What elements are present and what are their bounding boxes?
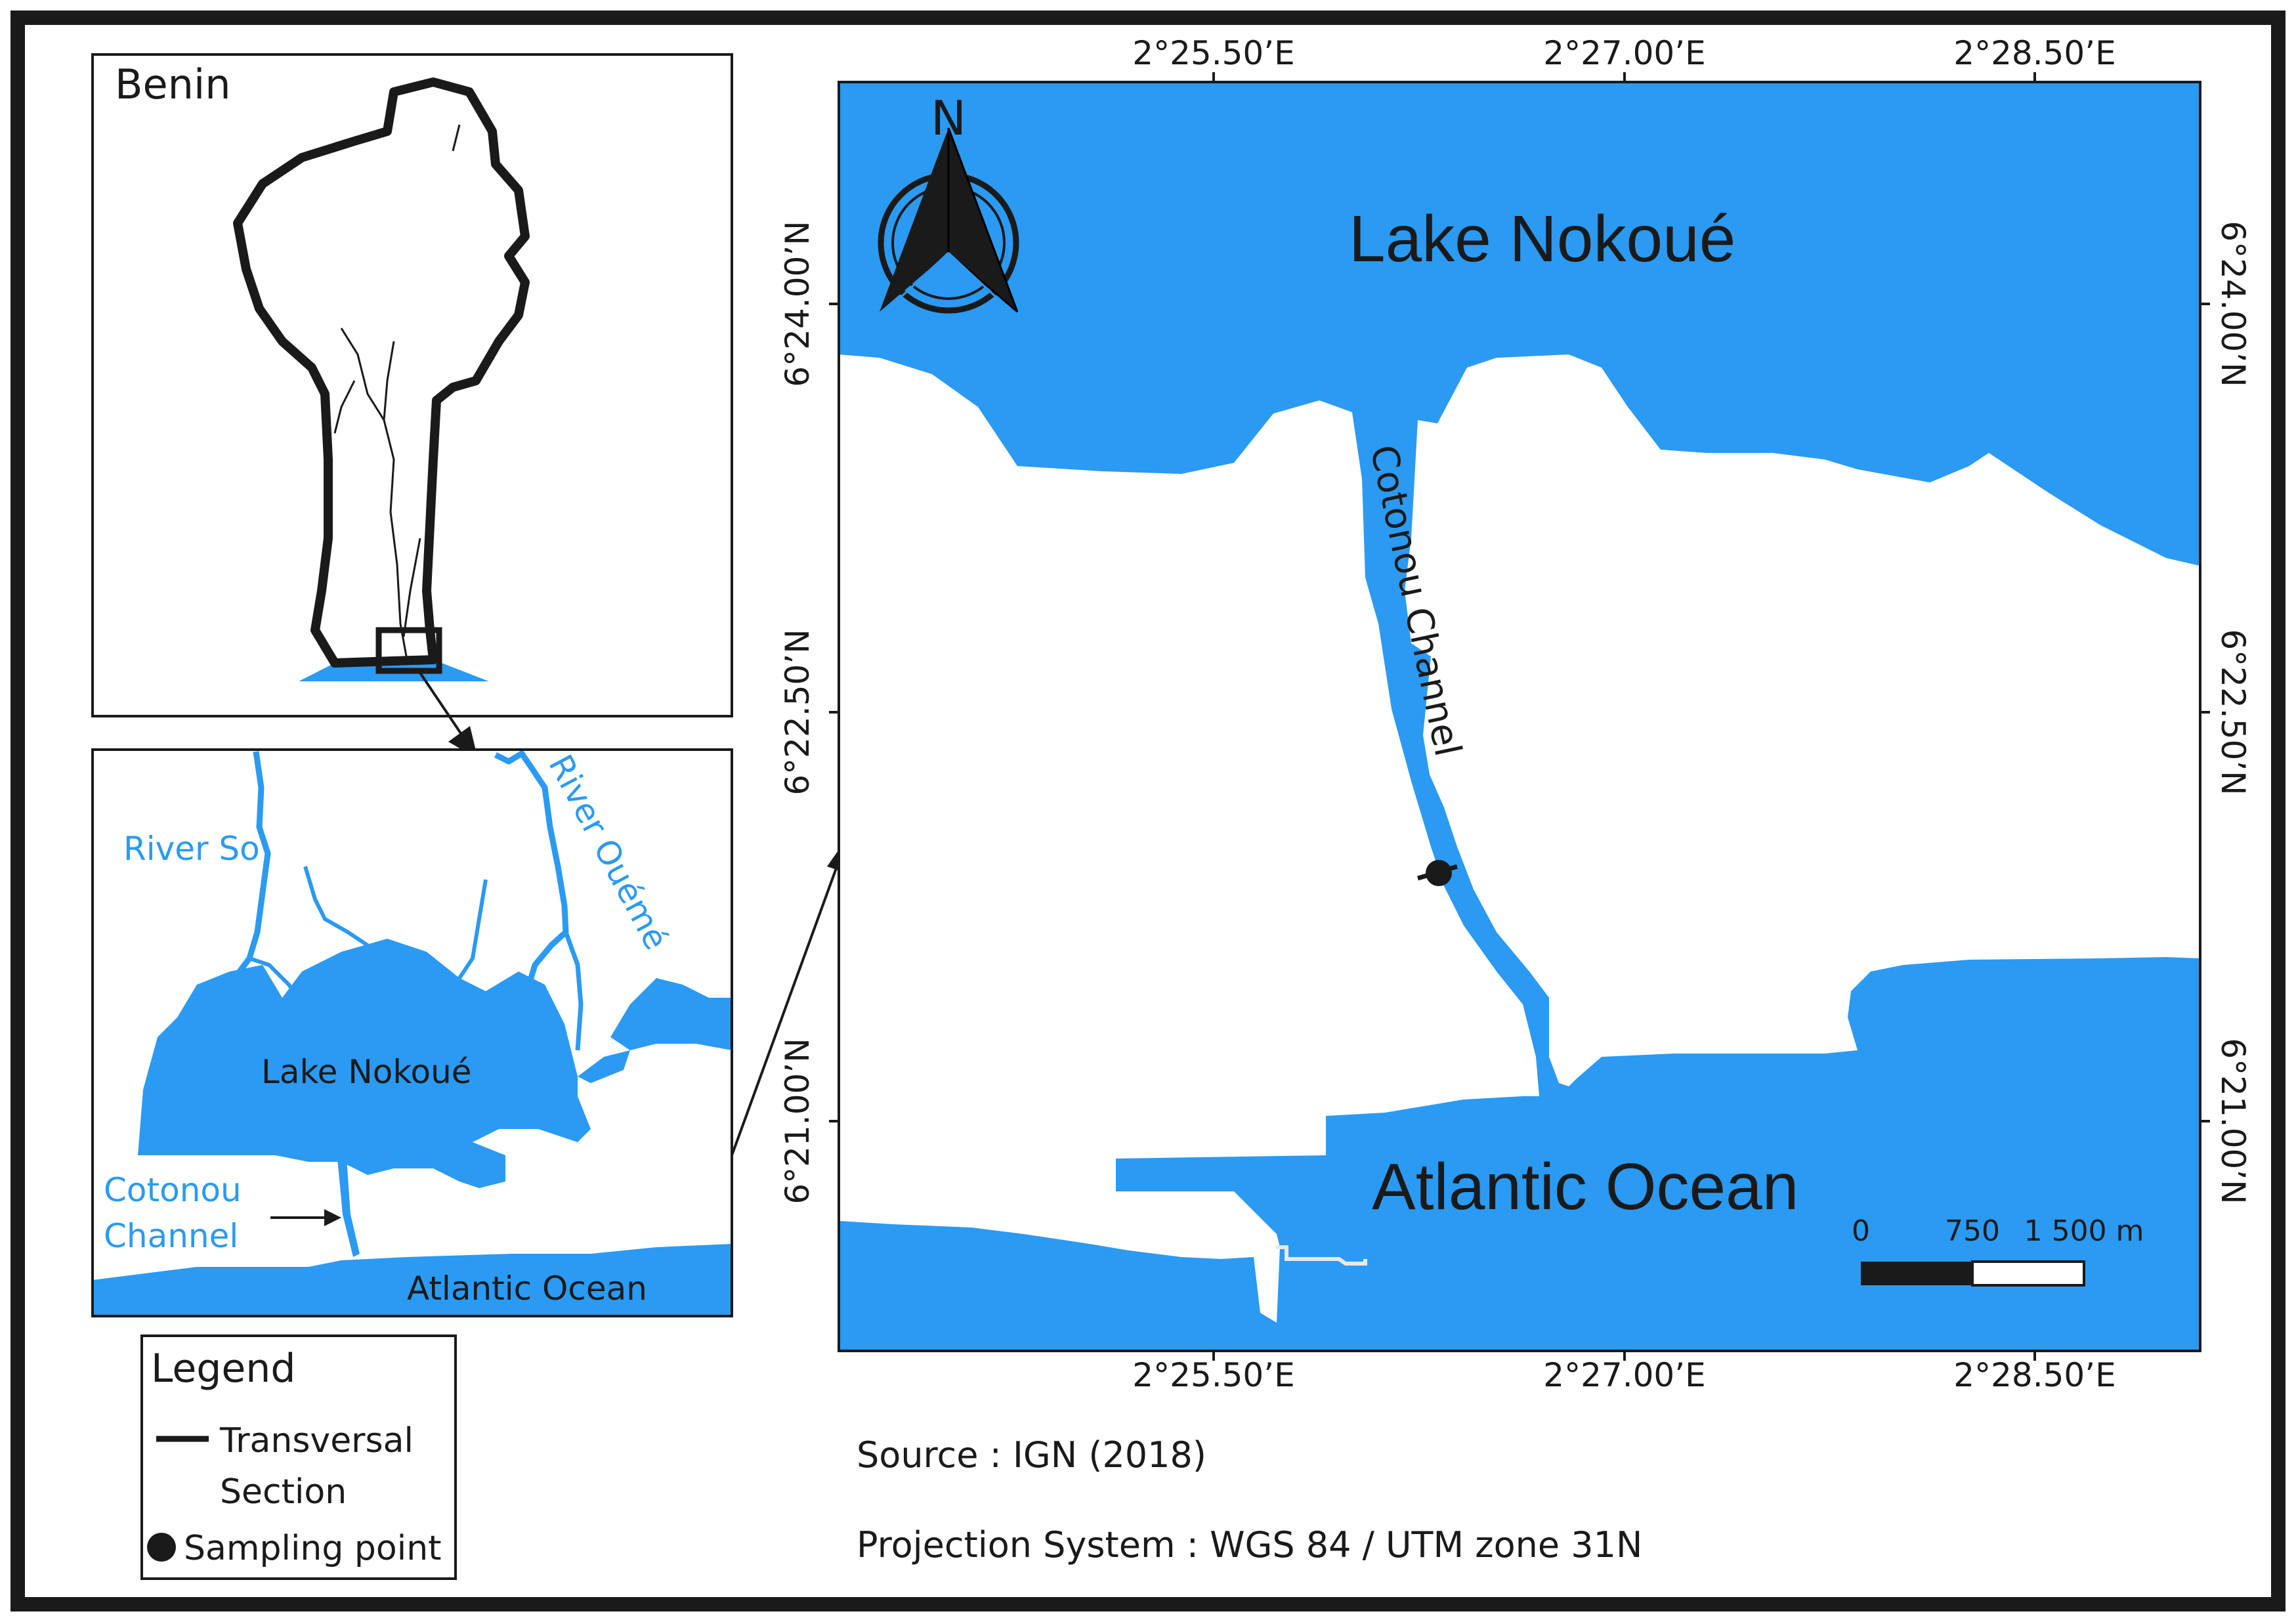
inset-channel-label-1: Cotonou	[104, 1171, 242, 1209]
north-arrow-left-wing	[880, 128, 948, 312]
lat-label-right-1: 6°24.00’N	[2214, 221, 2252, 387]
main-land-east	[1405, 354, 2200, 1086]
country-label: Benin	[115, 60, 231, 108]
lon-label-bottom-3: 2°28.50’E	[1953, 1356, 2115, 1394]
inset-river-so	[194, 751, 271, 1014]
lon-label-top-1: 2°25.50’E	[1132, 34, 1294, 72]
main-ocean-label: Atlantic Ocean	[1372, 1150, 1798, 1224]
main-land-west	[839, 354, 1539, 1323]
legend-point-label: Sampling point	[184, 1529, 442, 1568]
inset-river-so-label: River So	[123, 830, 260, 868]
outer-frame	[11, 11, 2285, 1611]
benin-river-oueme	[383, 341, 408, 660]
lat-label-left-3: 6°21.00’N	[778, 1038, 817, 1204]
benin-river-north	[452, 124, 461, 152]
legend-frame	[140, 1334, 457, 1580]
graticule-ticks	[829, 72, 2210, 1361]
inset-channel-label-2: Channel	[104, 1217, 238, 1255]
inset-panel: River So River Ouémé Lake Nokoué Cotonou…	[91, 748, 733, 1317]
scale-bar-segment-white	[1971, 1260, 2085, 1287]
benin-river-tributary-2	[333, 380, 356, 434]
main-map-frame	[838, 81, 2201, 1352]
inset-frame	[91, 748, 733, 1317]
inset-ocean	[93, 1244, 732, 1316]
inset-river-so-branch	[249, 956, 304, 1006]
lon-label-bottom-1: 2°25.50’E	[1132, 1356, 1294, 1394]
lon-label-top-3: 2°28.50’E	[1953, 34, 2115, 72]
inset-lagoon-link	[578, 1050, 630, 1083]
inset-lake-nokoue	[138, 939, 591, 1188]
scale-bar-label-1: 750	[1945, 1214, 2000, 1248]
inset-channel-pointer-arrowhead	[324, 1209, 341, 1226]
inset-to-main-arrow-line	[731, 866, 838, 1156]
inset-river-oueme-branch-2	[457, 879, 488, 979]
inset-east-lagoon	[610, 978, 732, 1050]
lat-label-left-1: 6°24.00’N	[778, 221, 817, 387]
legend-line-label-1: Transversal	[219, 1421, 414, 1461]
north-arrow-letter: N	[931, 91, 966, 146]
scale-bar: 0 750 1 500 m	[1852, 1214, 2144, 1287]
main-lake-label: Lake Nokoué	[1349, 202, 1735, 276]
main-map: Cotonou Channel Lake Nokoué Atlantic Oce…	[838, 81, 2201, 1352]
main-jetty	[1276, 1245, 1367, 1266]
overview-to-inset-arrow-line	[419, 672, 469, 744]
lat-label-left-2: 6°22.50’N	[778, 629, 817, 795]
inset-cotonou-channel	[337, 1159, 360, 1257]
inset-river-tributary	[303, 866, 369, 947]
north-arrow-right-wing	[947, 127, 1019, 313]
inset-river-oueme-branch	[563, 931, 584, 1051]
sampling-point-marker	[1426, 860, 1452, 886]
legend-title: Legend	[151, 1346, 295, 1392]
north-arrow: N	[878, 91, 1019, 314]
inset-ocean-label: Atlantic Ocean	[407, 1270, 647, 1308]
lon-label-top-2: 2°27.00’E	[1543, 34, 1705, 72]
inset-small-pond	[522, 985, 543, 998]
scale-bar-label-2: 1 500 m	[2024, 1214, 2144, 1248]
projection-text: Projection System : WGS 84 / UTM zone 31…	[857, 1524, 1642, 1566]
legend: Legend Transversal Section Sampling poin…	[140, 1334, 457, 1580]
locator-box	[375, 627, 442, 674]
inset-river-oueme	[494, 750, 572, 1067]
benin-river-tributary	[340, 328, 385, 421]
lon-label-bottom-2: 2°27.00’E	[1543, 1356, 1705, 1394]
legend-point-symbol	[147, 1533, 176, 1562]
overview-panel: Benin	[91, 53, 733, 717]
legend-line-label-2: Section	[220, 1472, 347, 1512]
benin-river-so	[402, 538, 421, 637]
source-text: Source : IGN (2018)	[857, 1434, 1206, 1476]
lat-label-right-3: 6°21.00’N	[2214, 1038, 2252, 1204]
inset-lake-label: Lake Nokoué	[261, 1053, 472, 1091]
lat-label-right-2: 6°22.50’N	[2214, 629, 2252, 795]
scale-bar-label-0: 0	[1852, 1214, 1870, 1248]
scale-bar-segment-black	[1861, 1262, 1972, 1285]
north-arrow-highlight	[898, 251, 999, 300]
